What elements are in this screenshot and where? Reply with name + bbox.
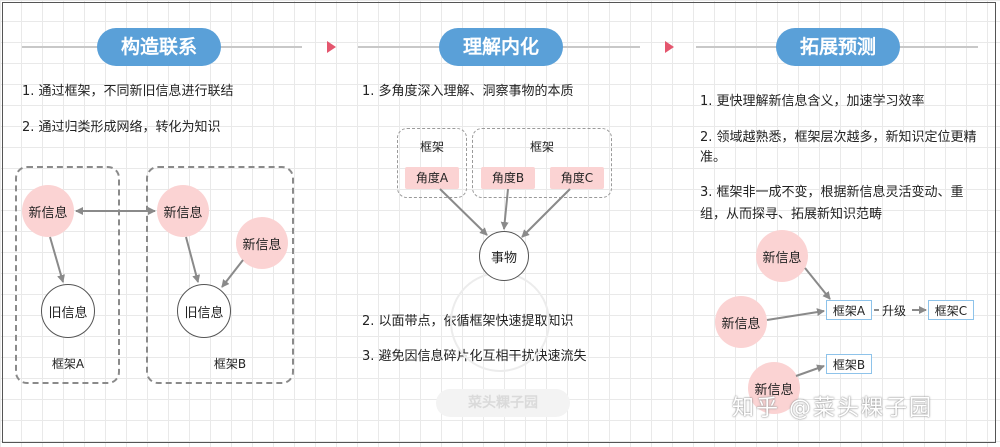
frame-a-label: 框架A <box>40 355 96 372</box>
frame-b-box: 框架B <box>826 354 872 374</box>
zhihu-watermark: 知乎 @菜头粿子园 <box>732 390 933 422</box>
upgrade-label: 升级 <box>878 302 910 319</box>
section-title-construct: 构造联系 <box>97 28 221 66</box>
separator-arrow-icon <box>327 41 336 53</box>
new-info-node: 新信息 <box>22 185 74 237</box>
new-info-node: 新信息 <box>236 217 288 269</box>
angle-c-tag: 角度C <box>550 167 604 189</box>
section2-item-1: 1. 多角度深入理解、洞察事物的本质 <box>362 83 574 101</box>
frame-left-label: 框架 <box>402 138 462 155</box>
section3-item-2: 2. 领域越熟悉，框架层次越多，新知识定位更精准。 <box>700 128 978 168</box>
new-info-node: 新信息 <box>715 296 767 348</box>
old-info-node: 旧信息 <box>41 284 95 338</box>
section3-item-1: 1. 更快理解新信息含义，加速学习效率 <box>700 93 925 111</box>
new-info-node: 新信息 <box>157 185 209 237</box>
new-info-node: 新信息 <box>756 230 808 282</box>
section1-item-1: 1. 通过框架，不同新旧信息进行联结 <box>22 83 234 101</box>
frame-right-label: 框架 <box>512 138 572 155</box>
frame-b-label: 框架B <box>202 355 258 372</box>
frame-c-box: 框架C <box>928 300 974 320</box>
section1-item-2: 2. 通过归类形成网络，转化为知识 <box>22 119 221 137</box>
section3-item-3: 3. 框架非一成不变，根据新信息灵活变动、重组，从而探寻、拓展新知识范畴 <box>700 182 978 226</box>
watermark-stamp: 菜头粿子园 <box>436 389 570 417</box>
angle-a-tag: 角度A <box>405 167 459 189</box>
section-title-internalize: 理解内化 <box>439 28 563 66</box>
old-info-node: 旧信息 <box>177 284 231 338</box>
separator-arrow-icon <box>665 41 674 53</box>
thing-node: 事物 <box>479 231 529 281</box>
watermark-sketch <box>450 272 550 372</box>
angle-b-tag: 角度B <box>481 167 535 189</box>
section-title-predict: 拓展预测 <box>776 28 900 66</box>
frame-a-box: 框架A <box>826 300 872 320</box>
